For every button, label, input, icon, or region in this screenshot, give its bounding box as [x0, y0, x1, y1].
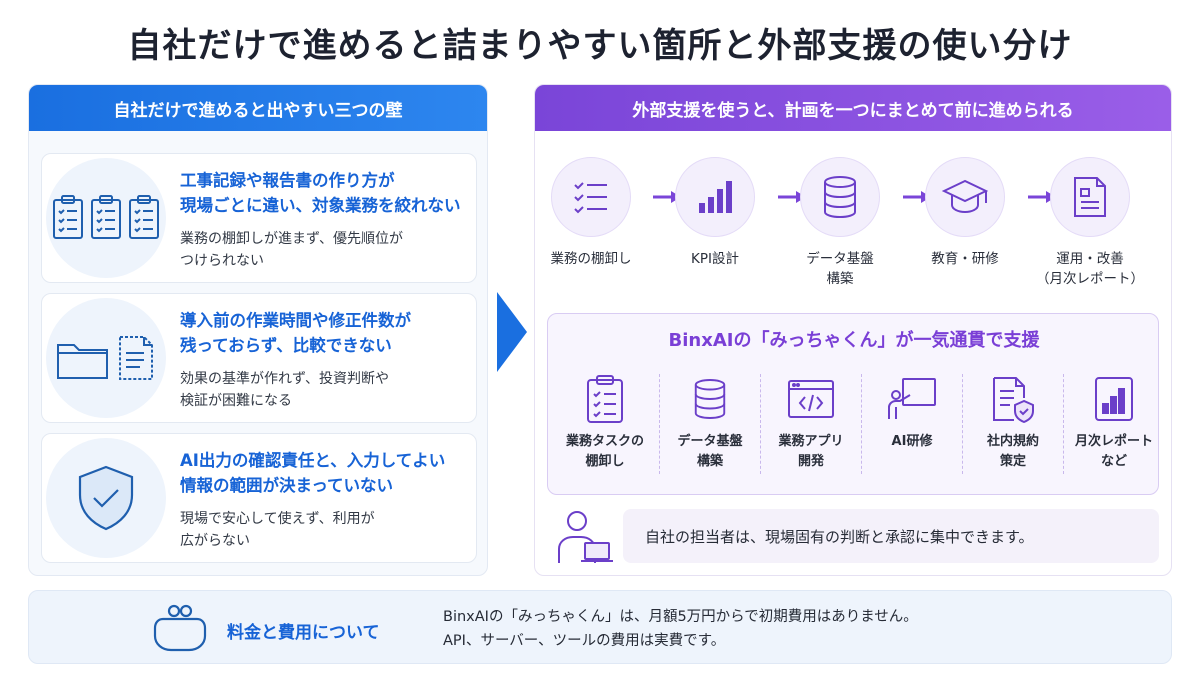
graduation-cap-icon [942, 179, 988, 214]
service-label-3: 業務アプリ 開発 [778, 434, 844, 469]
task-clipboard-icon [587, 375, 623, 423]
issue-card-2: 導入前の作業時間や修正件数が 残っておらず、比較できない 効果の基準が作れず、投… [41, 293, 477, 423]
policy-shield-icon [993, 377, 1034, 423]
issue-desc-1: 業務の棚卸しが進まず、優先順位が つけられない [180, 231, 404, 269]
step-4: 教育・研修 [905, 157, 1025, 269]
service-label-2: データ基盤 構築 [677, 434, 743, 469]
step-5: 運用・改善 （月次レポート） [1030, 157, 1150, 289]
shield-check-icon [78, 465, 134, 531]
service-divider [962, 374, 963, 474]
service-2: データ基盤 構築 [659, 372, 761, 474]
service-4: AI研修 [861, 372, 963, 474]
issue-title-2: 導入前の作業時間や修正件数が 残っておらず、比較できない [180, 311, 411, 355]
transition-arrow-icon [497, 292, 527, 372]
service-5: 社内規約 策定 [962, 372, 1064, 474]
fees-label: 料金と費用について [227, 623, 380, 643]
issue-card-3: AI出力の確認責任と、入力してよい 情報の範囲が決まっていない 現場で安心して使… [41, 433, 477, 563]
service-label-4: AI研修 [891, 434, 933, 449]
presenter-board-icon [888, 378, 936, 419]
service-3: 業務アプリ 開発 [760, 372, 862, 474]
report-document-icon [1074, 177, 1106, 217]
fees-bar: 料金と費用について BinxAIの「みっちゃくん」は、月額5万円からで初期費用は… [28, 590, 1172, 664]
fees-line-2: API、サーバー、ツールの費用は実費です。 [443, 633, 726, 649]
person-note-row: 自社の担当者は、現場固有の判断と承認に集中できます。 [547, 509, 1159, 563]
service-divider [760, 374, 761, 474]
fees-text: BinxAIの「みっちゃくん」は、月額5万円からで初期費用はありません。 API… [443, 605, 918, 653]
coin-purse-icon [153, 604, 207, 652]
checklist-icon [574, 182, 607, 214]
step-2: KPI設計 [655, 157, 775, 269]
step-label-1: 業務の棚卸し [550, 251, 632, 267]
bar-chart-icon [699, 181, 732, 213]
step-label-3: データ基盤 構築 [806, 251, 874, 287]
left-panel-header: 自社だけで進めると出やすい三つの壁 [29, 85, 487, 131]
clipboard-checklist-icon [53, 195, 159, 239]
issue-title-3: AI出力の確認責任と、入力してよい 情報の範囲が決まっていない [180, 451, 446, 495]
person-laptop-icon [558, 511, 613, 563]
service-label-5: 社内規約 策定 [986, 434, 1039, 469]
step-label-2: KPI設計 [691, 251, 739, 267]
database-icon [824, 176, 856, 219]
service-6: 月次レポート など [1063, 372, 1165, 474]
person-note-text: 自社の担当者は、現場固有の判断と承認に集中できます。 [623, 509, 1159, 563]
support-title: BinxAIの「みっちゃくん」が一気通貫で支援 [668, 330, 1040, 351]
right-panel-header: 外部支援を使うと、計画を一つにまとめて前に進められる [535, 85, 1171, 131]
service-label-1: 業務タスクの 棚卸し [565, 434, 644, 469]
page-title: 自社だけで進めると詰まりやすい箇所と外部支援の使い分け [127, 26, 1073, 66]
left-panel-challenges: 自社だけで進めると出やすい三つの壁 工事記録や報告書の作り方が 現場ごとに違い、… [28, 84, 488, 576]
issue-card-1: 工事記録や報告書の作り方が 現場ごとに違い、対象業務を絞れない 業務の棚卸しが進… [41, 153, 477, 283]
service-divider [861, 374, 862, 474]
database-icon [694, 379, 726, 419]
folder-document-icon [57, 336, 153, 380]
service-divider [659, 374, 660, 474]
service-label-6: 月次レポート など [1074, 434, 1153, 469]
step-3: データ基盤 構築 [780, 157, 900, 289]
step-label-5: 運用・改善 （月次レポート） [1036, 251, 1144, 287]
code-window-icon [788, 380, 834, 418]
service-divider [1063, 374, 1064, 474]
fees-line-1: BinxAIの「みっちゃくん」は、月額5万円からで初期費用はありません。 [443, 609, 918, 625]
step-1: 業務の棚卸し [535, 157, 651, 269]
step-label-4: 教育・研修 [931, 251, 999, 267]
service-1: 業務タスクの 棚卸し [554, 372, 656, 474]
support-box: BinxAIの「みっちゃくん」が一気通貫で支援 業務タスクの 棚卸し データ基盤… [547, 313, 1159, 495]
right-panel-support: 外部支援を使うと、計画を一つにまとめて前に進められる 業務の棚卸し KPI設計 … [534, 84, 1172, 576]
issue-desc-2: 効果の基準が作れず、投資判断や 検証が困難になる [180, 371, 390, 409]
issue-desc-3: 現場で安心して使えず、利用が 広がらない [180, 511, 375, 549]
monthly-report-icon [1095, 377, 1133, 421]
issue-title-1: 工事記録や報告書の作り方が 現場ごとに違い、対象業務を絞れない [180, 171, 461, 215]
